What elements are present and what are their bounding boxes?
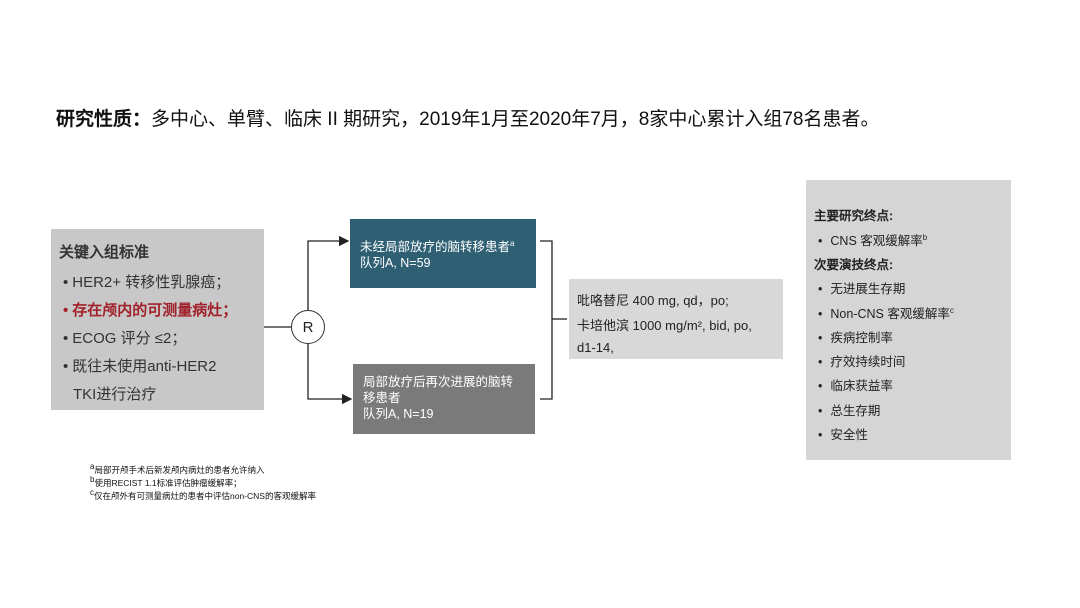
endpoint-item: •临床获益率 [818, 379, 893, 393]
cohort-b-text: 局部放疗后再次进展的脑转 移患者 队列A, N=19 [363, 374, 513, 422]
endpoint-item: •CNS 客观缓解率b [818, 232, 928, 248]
secondary-endpoint-heading: 次要演技终点: [814, 258, 894, 272]
criteria-item: •既往未使用anti-HER2 [63, 358, 217, 375]
footnote: a局部开颅手术后新发颅内病灶的患者允许纳入 [90, 462, 264, 476]
criteria-item: •HER2+ 转移性乳腺癌； [63, 274, 231, 291]
criteria-heading: 关键入组标准 [59, 244, 150, 261]
criteria-item-continuation: TKI进行治疗 [73, 386, 157, 403]
cohort-b-size: 队列A, N=19 [363, 407, 434, 421]
footnote-marker: b [922, 232, 928, 242]
endpoint-item-text: 疗效持续时间 [830, 355, 906, 369]
footnote: c仅在颅外有可测量病灶的患者中评估non-CNS的客观缓解率 [90, 488, 316, 502]
criteria-item-text: HER2+ 转移性乳腺癌； [72, 274, 231, 291]
endpoint-item: •无进展生存期 [818, 282, 906, 296]
criteria-item-text: 既往未使用anti-HER2 [72, 358, 217, 375]
primary-endpoint-heading: 主要研究终点: [814, 209, 894, 223]
criteria-item-highlighted: •存在颅内的可测量病灶； [63, 302, 238, 319]
cohort-b-description-cont: 移患者 [363, 391, 401, 405]
criteria-item: •ECOG 评分 ≤2； [63, 330, 187, 347]
endpoint-item: •Non-CNS 客观缓解率c [818, 305, 954, 321]
cohort-a-description: 未经局部放疗的脑转移患者 [360, 240, 511, 255]
endpoints-box: 主要研究终点: •CNS 客观缓解率b 次要演技终点: •无进展生存期 •Non… [806, 180, 1011, 460]
page-title: 研究性质：多中心、单臂、临床 II 期研究，2019年1月至2020年7月，8家… [56, 104, 880, 131]
endpoint-item-text: 无进展生存期 [830, 282, 906, 296]
endpoint-item: •疾病控制率 [818, 331, 893, 345]
title-text: 多中心、单臂、临床 II 期研究，2019年1月至2020年7月，8家中心累计入… [151, 109, 880, 130]
footnote-marker: a [510, 239, 515, 248]
treatment-line: 吡咯替尼 400 mg, qd，po; [577, 293, 729, 308]
footnote: b使用RECIST 1.1标准评估肿瘤缓解率； [90, 475, 242, 489]
footnote-text: 使用RECIST 1.1标准评估肿瘤缓解率； [94, 477, 242, 488]
footnote-text: 局部开颅手术后新发颅内病灶的患者允许纳入 [94, 464, 265, 475]
cohort-a-text: 未经局部放疗的脑转移患者a 队列A, N=59 [360, 236, 514, 271]
endpoint-item: •总生存期 [818, 404, 881, 418]
treatment-line: 卡培他滨 1000 mg/m², bid, po, [577, 318, 752, 333]
treatment-line: d1-14, [577, 340, 614, 355]
endpoint-item: •安全性 [818, 428, 868, 442]
endpoint-item-text: 总生存期 [830, 404, 881, 418]
title-label: 研究性质： [56, 109, 152, 130]
treatment-box: 吡咯替尼 400 mg, qd，po; 卡培他滨 1000 mg/m², bid… [569, 279, 783, 359]
cohort-a-box: 未经局部放疗的脑转移患者a 队列A, N=59 [350, 219, 536, 288]
cohort-a-size: 队列A, N=59 [360, 256, 431, 271]
criteria-item-text: 存在颅内的可测量病灶； [72, 302, 238, 319]
criteria-item-text: ECOG 评分 ≤2； [72, 330, 187, 347]
footnote-marker: c [90, 488, 94, 497]
endpoint-item-text: 疾病控制率 [830, 331, 893, 345]
endpoint-item-text: 临床获益率 [830, 379, 893, 393]
inclusion-criteria-box: 关键入组标准 •HER2+ 转移性乳腺癌； •存在颅内的可测量病灶； •ECOG… [51, 229, 264, 410]
footnote-marker: b [90, 475, 95, 484]
randomization-node: R [291, 310, 325, 344]
endpoint-item-text: 安全性 [830, 428, 868, 442]
footnote-text: 仅在颅外有可测量病灶的患者中评估non-CNS的客观缓解率 [94, 490, 316, 501]
endpoint-item-text: CNS 客观缓解率 [830, 234, 923, 248]
footnote-marker: a [90, 462, 95, 471]
cohort-b-box: 局部放疗后再次进展的脑转 移患者 队列A, N=19 [353, 364, 535, 434]
footnote-marker: c [949, 305, 954, 315]
endpoint-item: •疗效持续时间 [818, 355, 906, 369]
endpoint-item-text: Non-CNS 客观缓解率 [830, 307, 950, 321]
cohort-b-description: 局部放疗后再次进展的脑转 [363, 375, 514, 389]
